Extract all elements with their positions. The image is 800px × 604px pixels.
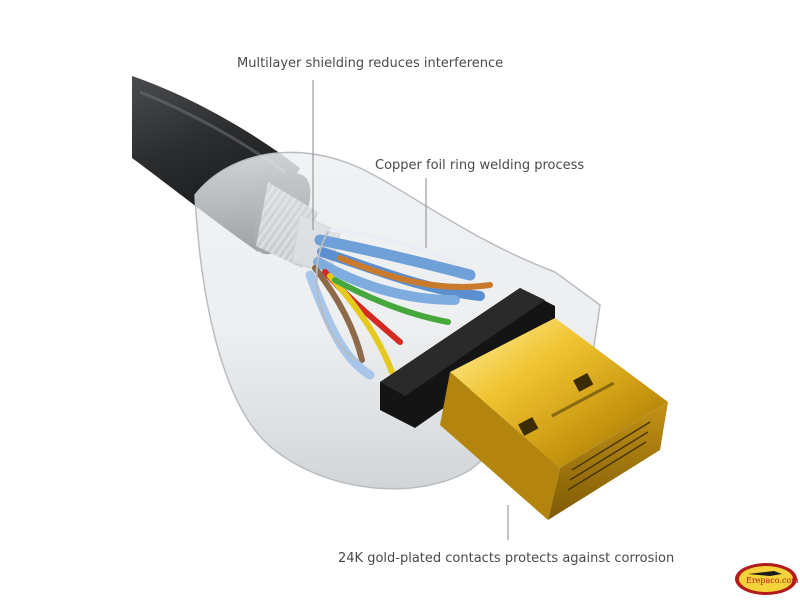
- gold-plug-top: [450, 318, 668, 468]
- callout-welding: Copper foil ring welding process: [375, 158, 585, 173]
- connector-body-top: [380, 288, 545, 396]
- plug-opening-teeth: [567, 421, 651, 491]
- callout-contacts: 24K gold-plated contacts protects agains…: [338, 551, 675, 566]
- watermark-text: Erepaco.com: [746, 576, 799, 585]
- gold-plug-left: [440, 372, 560, 520]
- internal-wires: [305, 228, 493, 380]
- plug-contact-slots: [518, 372, 615, 436]
- gold-plug-front: [548, 402, 668, 520]
- watermark-logo: [735, 563, 797, 595]
- callout-shielding: Multilayer shielding reduces interferenc…: [237, 56, 504, 71]
